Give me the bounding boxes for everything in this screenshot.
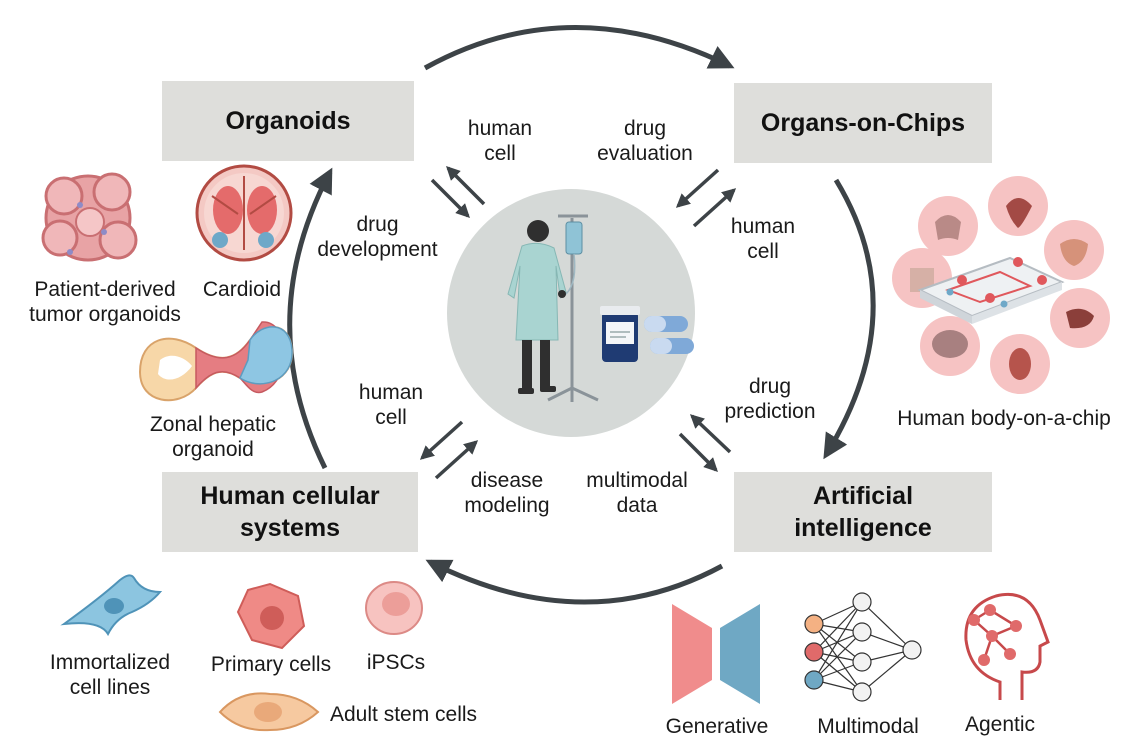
label-tr-drug-evaluation: drug evaluation — [597, 117, 693, 165]
pills-icon — [644, 316, 694, 354]
caption-human-body-on-a-chip: Human body-on-a-chip — [897, 407, 1111, 430]
caption-ipscs: iPSCs — [366, 651, 426, 674]
cycle-arrow-left — [287, 167, 333, 470]
flow-arrow-br-in — [689, 414, 732, 454]
box-hcs-line2: systems — [239, 514, 341, 542]
caption-agentic: Agentic — [964, 713, 1036, 736]
label-bl-disease-modeling: disease modeling — [464, 469, 550, 517]
caption-patient-derived-tumor-organoids: Patient-derived tumor organoids — [29, 278, 181, 326]
box-organoids-label: Organoids — [225, 107, 351, 135]
caption-generative: Generative — [665, 715, 769, 738]
flow-arrow-tr-in — [675, 168, 720, 208]
label-tl-human-cell: human cell — [467, 117, 533, 165]
agentic-head-icon — [964, 593, 1050, 700]
flow-arrow-tr-out — [692, 188, 737, 228]
caption-zonal-hepatic-organoid: Zonal hepatic organoid — [149, 413, 277, 461]
caption-multimodal: Multimodal — [817, 715, 919, 738]
box-organoids: Organoids — [162, 81, 414, 161]
box-artificial-intelligence: Artificial intelligence — [734, 472, 992, 552]
label-br-drug-prediction: drug prediction — [724, 375, 816, 423]
zonal-hepatic-organoid-icon — [138, 321, 294, 402]
box-human-cellular-systems: Human cellular systems — [162, 472, 418, 552]
label-br-multimodal-data: multimodal data — [586, 469, 688, 517]
caption-primary-cells: Primary cells — [210, 653, 332, 676]
immortalized-cell-icon — [60, 574, 163, 637]
label-tl-drug-development: drug development — [317, 213, 438, 261]
multimodal-network-icon — [813, 601, 913, 693]
label-bl-human-cell: human cell — [358, 381, 424, 429]
caption-immortalized-cell-lines: Immortalized cell lines — [49, 651, 171, 699]
box-ai-line1: Artificial — [812, 482, 914, 510]
flow-arrow-tl-out — [446, 166, 486, 206]
box-ai-line2: intelligence — [794, 514, 932, 542]
multimodal-nodes — [804, 592, 922, 702]
body-on-chip-icon — [892, 176, 1110, 394]
generative-icon — [672, 604, 760, 704]
cycle-arrow-top — [423, 25, 735, 71]
ipsc-icon — [365, 581, 423, 635]
caption-cardioid: Cardioid — [202, 278, 282, 301]
box-organs-on-chips: Organs-on-Chips — [734, 83, 992, 163]
patient-icon — [507, 214, 599, 402]
cycle-arrow-bottom — [425, 559, 724, 605]
label-tr-human-cell: human cell — [730, 215, 796, 263]
caption-adult-stem-cells: Adult stem cells — [330, 703, 478, 726]
flow-arrow-bl-in — [434, 440, 479, 480]
flow-arrow-tl-in — [430, 178, 470, 218]
medicine-bottle-icon — [600, 306, 640, 362]
flow-arrow-bl-out — [419, 420, 464, 460]
box-hcs-line1: Human cellular — [200, 482, 380, 510]
cycle-arrow-right — [823, 178, 876, 460]
tumor-organoid-icon — [41, 172, 138, 262]
primary-cell-icon — [236, 582, 306, 650]
flow-arrow-br-out — [678, 432, 718, 472]
cardioid-icon — [195, 164, 293, 262]
adult-stem-cell-icon — [218, 692, 320, 732]
box-organs-on-chips-label: Organs-on-Chips — [760, 109, 966, 137]
